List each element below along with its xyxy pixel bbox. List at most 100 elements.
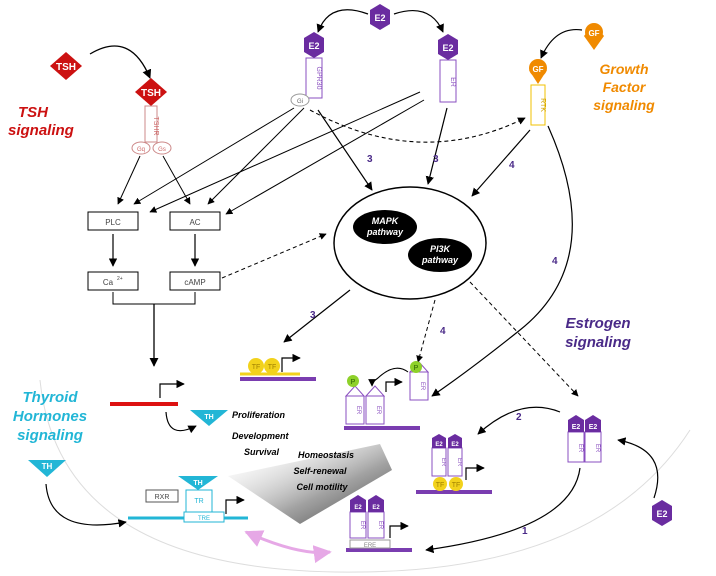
tether-e2-label-2: E2 — [451, 442, 459, 448]
th-ligand-free: TH — [28, 460, 66, 477]
arrow-number-3-tf: 3 — [310, 310, 316, 321]
crosstalk-double-arrow — [244, 530, 332, 564]
er-dimer-label-2: ER — [594, 444, 600, 453]
tether-er-label-1: ER — [440, 458, 446, 467]
outcome-shadow — [228, 444, 392, 524]
outcome-homeostasis: Homeostasis — [298, 450, 354, 460]
arrow-number-3-er: 3 — [433, 154, 439, 165]
tsh-heading-line1: TSH — [18, 104, 49, 121]
er-to-mapk-arrow — [425, 107, 448, 185]
gpr30-e2-label: E2 — [308, 41, 319, 51]
e2-top-label: E2 — [374, 13, 385, 23]
tr-label: TR — [194, 498, 203, 505]
gf-heading-line1: Growth — [600, 61, 649, 77]
calcium-label: Ca — [103, 278, 114, 287]
estrogen-signaling-heading: Estrogen signaling — [565, 315, 631, 351]
arrow-number-3-gpr30: 3 — [367, 154, 373, 165]
e2-to-gpr30-arrow — [316, 9, 369, 33]
er-dimer-label-1: ER — [577, 444, 583, 453]
mapk-to-tf-arrow — [283, 289, 351, 343]
er-membrane-e2-label: E2 — [442, 43, 453, 53]
ere-er-label-1: ER — [359, 521, 365, 530]
arrow-number-2: 2 — [516, 412, 522, 423]
rtk-label: RTK — [539, 98, 546, 112]
ere-er-label-2: ER — [377, 521, 383, 530]
calcium-superscript: 2+ — [117, 276, 123, 282]
gpr30-label: GPR30 — [315, 67, 322, 90]
calcium-box: Ca 2+ — [87, 271, 139, 291]
camp-label: cAMP — [184, 278, 205, 287]
e2-to-er-arrow — [393, 10, 444, 33]
pi3k-pathway: PI3K pathway — [408, 238, 472, 272]
gf-binding-arrow — [540, 28, 583, 59]
rxr-label: RXR — [155, 494, 170, 501]
gs-to-ac-arrow — [162, 155, 191, 205]
tf-label-1: TF — [252, 364, 261, 371]
gq-label: Gq — [137, 147, 145, 153]
outcome-self-renewal: Self-renewal — [293, 466, 347, 476]
tf-tether-label-2: TF — [452, 482, 461, 489]
phospho-er-monomer: ER P — [408, 361, 430, 401]
arrow-number-4-er: 4 — [440, 326, 446, 337]
nucleus-outline — [39, 379, 691, 573]
gi-label: Gi — [297, 99, 303, 105]
gq-to-plc-arrow — [117, 155, 141, 205]
e2-ligand-free-bottom: E2 — [652, 500, 672, 526]
er-dimer-e2-label-2: E2 — [589, 424, 598, 431]
rtk-to-mapk-arrow — [471, 129, 531, 197]
th-product-label: TH — [204, 414, 213, 421]
tsh-binding-arrow — [89, 45, 152, 79]
gpr30-receptor: E2 GPR30 Gi — [290, 32, 324, 107]
messenger-join-bracket — [112, 292, 196, 305]
rtk-to-er-phospho-arrow — [431, 125, 573, 397]
thyroid-heading-line3: signaling — [17, 427, 83, 444]
th-product: TH — [190, 410, 228, 426]
e2-bottom-label: E2 — [656, 509, 667, 519]
er-monomer-label: ER — [419, 382, 425, 391]
tsh-heading-line2: signaling — [8, 122, 74, 139]
th-gene-to-th-arrow — [165, 411, 197, 434]
outcome-cell-motility: Cell motility — [296, 482, 348, 492]
tf-tether-label-1: TF — [436, 482, 445, 489]
mapk-pathway: MAPK pathway — [353, 210, 417, 244]
camp-box: cAMP — [169, 271, 221, 291]
tsh-ligand-free: TSH — [50, 52, 82, 80]
er-dimerize-arrow — [368, 367, 409, 387]
gi-to-ac-arrow — [207, 107, 305, 205]
er-dimer-p-label-1: ER — [355, 406, 361, 415]
gi-to-plc-arrow — [133, 107, 295, 205]
er-dimer-e2-label-1: E2 — [572, 424, 581, 431]
phospho-er-gene-complex: ER ER P — [344, 375, 420, 430]
tsh-signaling-heading: TSH signaling — [8, 104, 74, 139]
gf-bound-label: GF — [532, 65, 543, 74]
er-to-ac-arrow — [225, 99, 425, 215]
phospho-label-2: P — [414, 365, 419, 372]
tsh-receptor-complex: TSH TSHR Gq Gs — [131, 78, 172, 155]
ac-box: AC — [169, 211, 221, 231]
tether-er-label-2: ER — [456, 458, 462, 467]
th-gene — [110, 379, 185, 406]
mapk-label-line2: pathway — [366, 227, 404, 237]
pi3k-label-line1: PI3K — [430, 244, 452, 254]
ere-e2-label-1: E2 — [354, 505, 362, 511]
arrow-number-4-long: 4 — [552, 256, 558, 267]
thyroid-heading: Thyroid Hormones signaling — [13, 389, 87, 444]
tf-gene-complex: TF TF — [240, 353, 316, 381]
gf-heading-line3: signaling — [593, 97, 655, 113]
phospho-label-1: P — [351, 379, 356, 386]
e2-ligand-top: E2 — [370, 4, 390, 30]
er-ere-complex: ERE E2 E2 ER ER — [346, 495, 412, 552]
estrogen-heading-line1: Estrogen — [565, 315, 630, 332]
er-dimer-to-ere-arrow — [425, 467, 581, 554]
th-free-label: TH — [42, 462, 53, 471]
tre-label: TRE — [198, 516, 210, 522]
gf-heading-line2: Factor — [603, 79, 647, 95]
gs-label: Gs — [158, 147, 166, 153]
th-bound-label: TH — [193, 480, 202, 487]
estrogen-heading-line2: signaling — [565, 334, 631, 351]
tshr-label: TSHR — [152, 116, 159, 135]
gf-ligand-free: GF — [584, 23, 604, 50]
gf-receptor-complex: GF RTK — [529, 59, 547, 126]
free-e2-to-er-arrow — [617, 437, 659, 499]
